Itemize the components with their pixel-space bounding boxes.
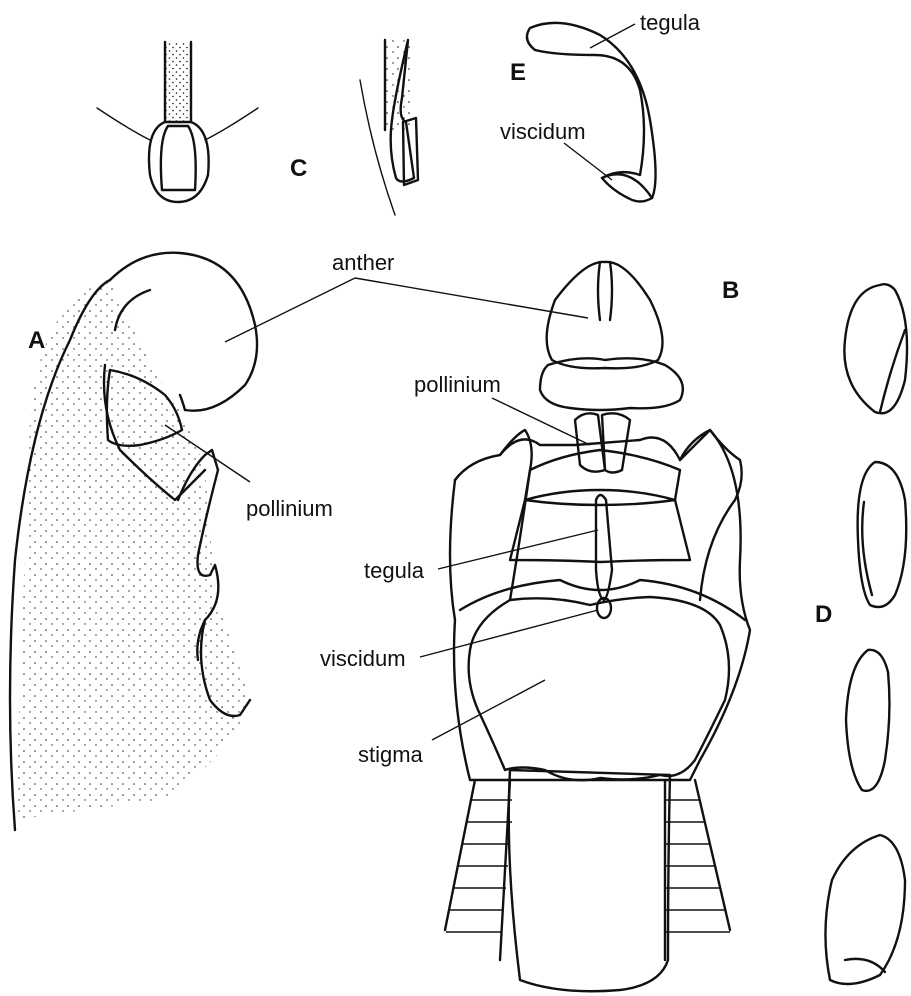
- panel-c-drawing: [97, 40, 418, 215]
- label-anther: anther: [332, 250, 394, 275]
- panel-a-drawing: [10, 253, 257, 830]
- hatched-base: [445, 780, 730, 960]
- label-pollinium-b: pollinium: [414, 372, 501, 397]
- label-stigma: stigma: [358, 742, 424, 767]
- label-tegula-b: tegula: [364, 558, 425, 583]
- panel-d-drawing: [825, 284, 907, 984]
- panel-label-c: C: [290, 155, 307, 182]
- leader-anther-a: [225, 278, 355, 342]
- panel-label-a: A: [28, 327, 45, 354]
- label-viscidum-b: viscidum: [320, 646, 406, 671]
- leader-tegula-b: [438, 530, 598, 569]
- label-e-tegula: tegula: [640, 10, 701, 35]
- leader-e-viscidum: [564, 143, 612, 180]
- leader-viscidum-b: [420, 610, 598, 657]
- panel-label-d: D: [815, 601, 832, 628]
- panel-label-b: B: [722, 277, 739, 304]
- panel-e-drawing: [527, 23, 656, 202]
- label-e-viscidum: viscidum: [500, 119, 586, 144]
- panel-label-e: E: [510, 59, 526, 86]
- leader-anther-b: [355, 278, 588, 318]
- label-pollinium-a: pollinium: [246, 496, 333, 521]
